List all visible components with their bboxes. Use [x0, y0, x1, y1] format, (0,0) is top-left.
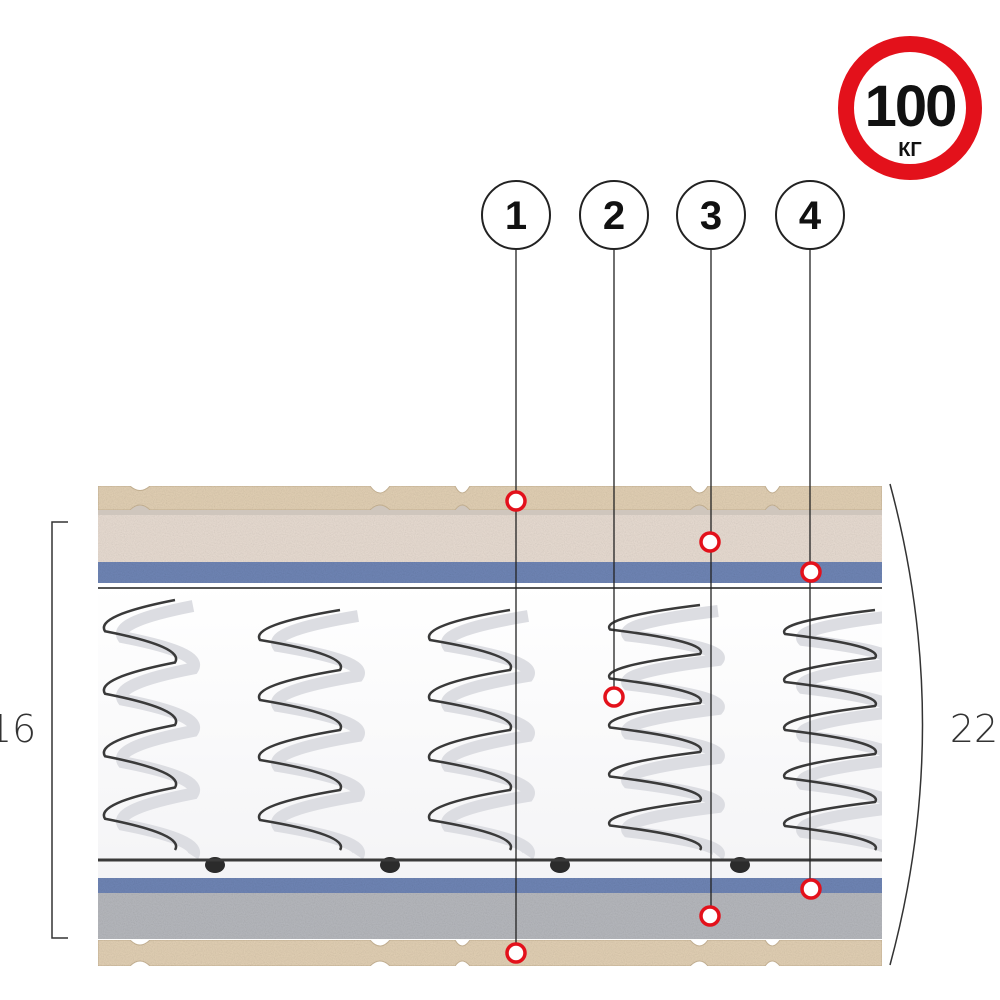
load-badge-ring: [838, 36, 982, 180]
left-bracket: [51, 521, 68, 939]
spring-shadow: [796, 611, 882, 853]
callout-1: 1: [481, 180, 551, 250]
left-dimension-label: 16: [0, 707, 36, 751]
marker-2: [603, 686, 625, 708]
spring-coil: [427, 608, 513, 851]
spring-shadow: [621, 605, 725, 860]
marker-3-bottom: [699, 905, 721, 927]
right-dimension: 22: [889, 483, 998, 966]
load-badge-value: 100: [865, 74, 956, 139]
bottom-blue-felt-layer: [98, 878, 882, 894]
load-badge: 100 КГ: [838, 36, 982, 180]
callout-1-label: 1: [505, 194, 527, 238]
marker-4-bottom: [800, 878, 822, 900]
marker-4-top: [800, 561, 822, 583]
left-dimension: 16: [0, 521, 68, 939]
callout-4-label: 4: [799, 194, 822, 238]
spring-coil: [782, 608, 878, 851]
right-dimension-label: 22: [950, 707, 998, 751]
bottom-felt-layer: [97, 939, 883, 967]
layer-markers: [505, 490, 822, 964]
callout-2: 2: [579, 180, 649, 250]
marker-1-top: [505, 490, 527, 512]
top-felt-cushion: [97, 485, 883, 511]
callout-2-label: 2: [603, 194, 625, 238]
spring-coil: [607, 603, 703, 851]
springs-group: [102, 598, 882, 873]
right-bracket-arc: [889, 483, 924, 966]
callout-4: 4: [775, 180, 845, 250]
spring-coil: [102, 598, 178, 851]
marker-3-top: [699, 531, 721, 553]
top-felt-layer: [97, 485, 883, 517]
load-badge-unit: КГ: [898, 139, 922, 161]
top-foam-layer: [98, 515, 882, 563]
bottom-foam-layer: [98, 893, 882, 939]
top-blue-felt-layer: [98, 562, 882, 584]
marker-1-bottom: [505, 942, 527, 964]
callout-3: 3: [676, 180, 746, 250]
callout-3-label: 3: [700, 194, 722, 238]
spring-core: [98, 583, 882, 883]
spring-coil: [257, 608, 343, 851]
